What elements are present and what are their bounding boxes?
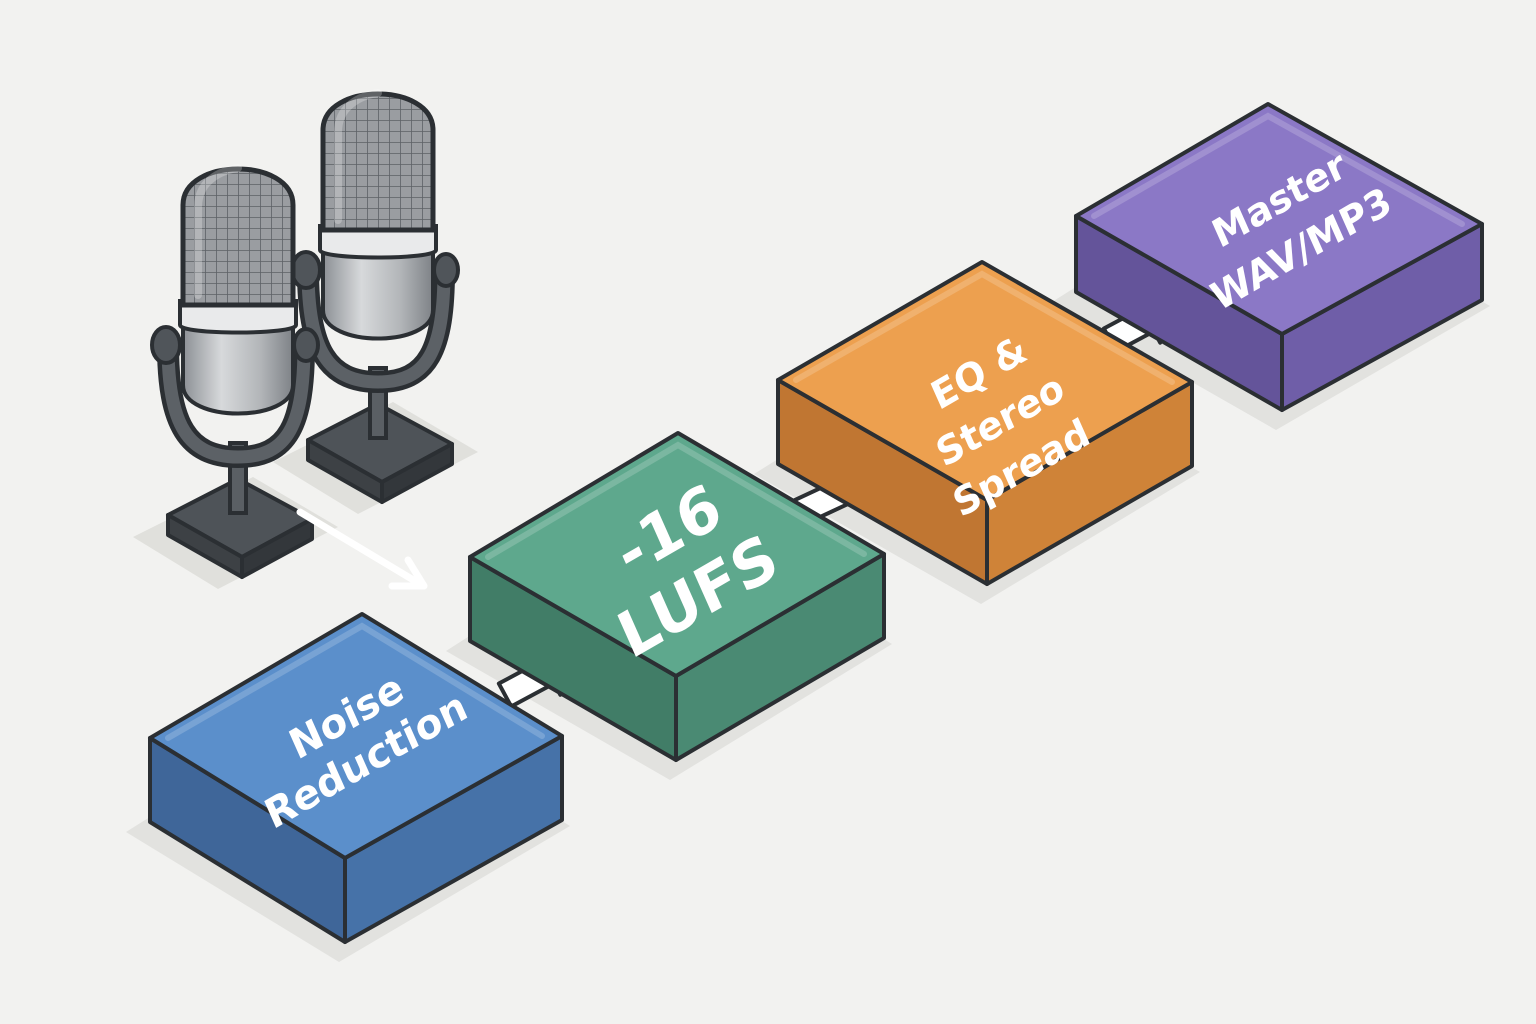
- mic-grille-highlight: [334, 89, 382, 224]
- mic-grille: [180, 166, 296, 308]
- mic-knob: [290, 250, 322, 290]
- mic-body: [321, 238, 435, 341]
- process-step-block: EQ &StereoSpread: [776, 260, 1194, 586]
- mic-collar: [178, 299, 298, 335]
- block-top-face: [468, 431, 886, 678]
- block-top-face: [1074, 102, 1484, 336]
- mic-base-side: [240, 517, 314, 579]
- mic-grille: [320, 91, 436, 233]
- input-arrow-head: [388, 556, 428, 590]
- mic-yoke-inner: [161, 338, 311, 464]
- process-step-block: MasterWAV/MP3: [1074, 102, 1484, 412]
- mic-collar: [318, 224, 438, 260]
- block-top-face: [776, 260, 1194, 502]
- mic-knob: [150, 325, 182, 365]
- block-highlight: [793, 270, 1175, 385]
- mic-knob: [432, 252, 460, 288]
- microphone-icon: [133, 164, 338, 589]
- block-highlight: [165, 622, 545, 741]
- block-highlight: [485, 441, 867, 560]
- input-arrow-line: [296, 508, 424, 588]
- mic-grille-highlight: [194, 164, 242, 299]
- mic-knob: [292, 327, 320, 363]
- block-highlight: [1091, 112, 1465, 227]
- process-step-block: NoiseReduction: [148, 612, 564, 944]
- process-step-block: -16LUFS: [468, 431, 886, 762]
- mic-body: [181, 313, 295, 416]
- input-arrow: [296, 508, 428, 590]
- microphones: [133, 89, 478, 589]
- microphone-icon: [273, 89, 478, 514]
- mic-base-side: [380, 442, 454, 504]
- block-top-face: [148, 612, 564, 860]
